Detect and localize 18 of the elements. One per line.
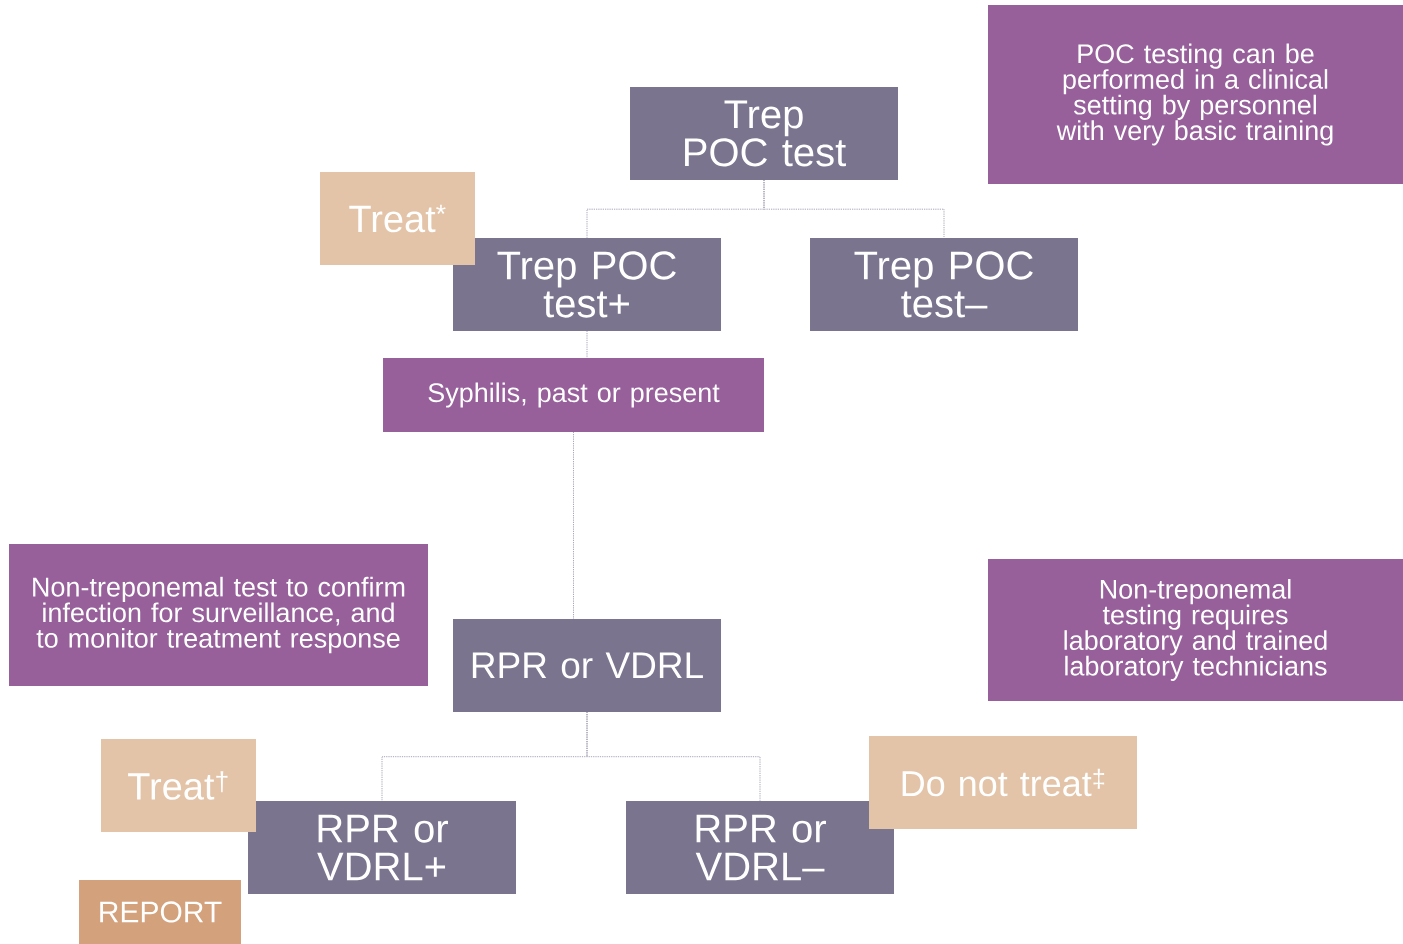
- connector-line: [586, 711, 761, 802]
- connector-line: [763, 179, 945, 239]
- process-box: Trep POC test+: [453, 238, 721, 331]
- process-box: Trep POC test: [630, 87, 898, 180]
- action-box: Treat$^{†}$: [101, 739, 256, 832]
- note-box: Non-treponemal test to confirm infection for surveillance, and to monitor treatment response: [9, 544, 428, 686]
- note-box: Syphilis, past or present: [383, 358, 764, 432]
- process-box: RPR or VDRL–: [626, 801, 894, 894]
- note-box: Non-treponemal testing requires laboratory and trained laboratory technicians: [988, 559, 1403, 701]
- process-box: Trep POC test–: [810, 238, 1078, 331]
- action-box: Do not treat$^{‡}$: [869, 736, 1137, 829]
- connector-line: [573, 431, 574, 620]
- process-box: RPR or VDRL+: [248, 801, 516, 894]
- process-box: RPR or VDRL: [453, 619, 721, 712]
- report-box: REPORT: [79, 880, 241, 944]
- note-box: POC testing can be performed in a clinical setting by personnel with very basic training: [988, 5, 1403, 184]
- action-box: Treat$^{*}$: [320, 172, 475, 265]
- connector-line: [586, 330, 588, 359]
